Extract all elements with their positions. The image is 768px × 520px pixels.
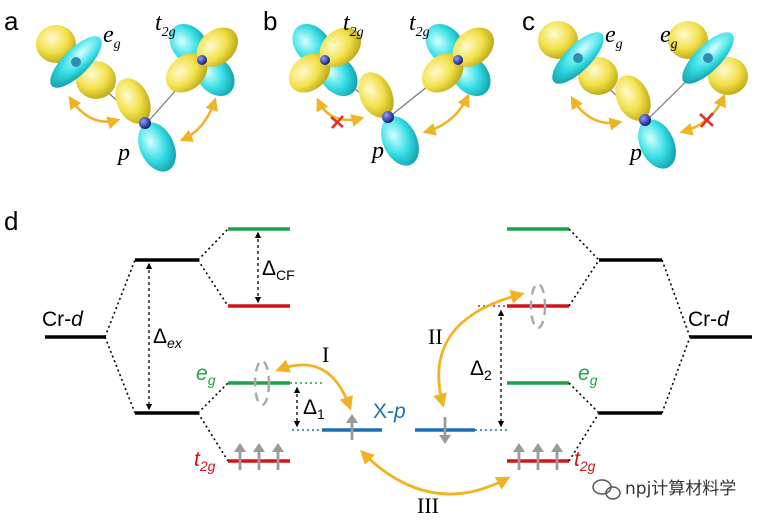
watermark-text: npj计算材料学 <box>625 479 736 499</box>
t2g-label-left: t2g <box>194 448 216 474</box>
watermark: npj计算材料学 <box>592 479 736 500</box>
delta-cf-label: ΔCF <box>262 257 295 283</box>
orbital-label-left: t2g <box>343 10 364 40</box>
panel-b-letter: b <box>263 6 277 36</box>
panel-d: d Cr-d Δex ΔCF eg t2g Δ1 <box>4 206 752 518</box>
p-label: p <box>628 140 642 166</box>
hopping-arrow-left <box>570 95 623 131</box>
cr-d-label-left: Cr-d <box>42 308 84 331</box>
exchange-path-II-arrow <box>433 289 525 408</box>
delta-ex-label: Δex <box>153 325 183 351</box>
hopping-arrow-right <box>179 97 218 142</box>
t2g-label-right: t2g <box>574 448 596 474</box>
panel-d-letter: d <box>4 206 18 236</box>
eg-label-right: eg <box>578 362 598 388</box>
t2g-spin-arrows-right <box>513 443 563 470</box>
dotted-connector <box>568 382 600 414</box>
p-orbital <box>351 66 427 172</box>
dotted-connector <box>197 382 229 414</box>
hopping-arrow-right <box>422 93 470 136</box>
empty-state-ellipse <box>253 359 271 407</box>
panel-c-letter: c <box>522 6 535 36</box>
dotted-connector <box>197 412 229 462</box>
blocked-cross-icon <box>699 112 714 128</box>
dotted-connector <box>661 259 691 338</box>
orbital-label-right: t2g <box>409 10 430 40</box>
orbital-label-right: t2g <box>155 10 176 40</box>
empty-state-ellipse <box>529 282 547 330</box>
dotted-connector <box>568 228 600 261</box>
delta-2-label: Δ2 <box>470 357 492 383</box>
delta-1-label: Δ1 <box>303 396 325 422</box>
path-II-label: II <box>428 324 443 349</box>
panel-a-letter: a <box>4 6 19 36</box>
dotted-connector <box>568 259 600 307</box>
panel-c: c eg eg p <box>522 6 748 175</box>
p-label: p <box>370 138 384 164</box>
dotted-connector <box>661 336 691 414</box>
panel-b: b t2g t2g p <box>263 6 502 172</box>
dotted-connector <box>104 336 136 414</box>
xp-spin-down-arrow <box>439 417 451 444</box>
dotted-connector <box>197 259 229 307</box>
panel-a: a eg t2g p <box>4 6 246 178</box>
xp-label: X-p <box>373 400 406 423</box>
eg-orbital-right <box>668 21 748 95</box>
path-I-label: I <box>322 342 329 367</box>
dotted-connector <box>197 228 229 261</box>
exchange-path-III-arrow <box>360 450 511 496</box>
xp-spin-up-arrow <box>346 414 358 440</box>
blocked-cross-icon <box>330 115 344 129</box>
dotted-connector <box>104 259 136 338</box>
t2g-spin-arrows-left <box>234 443 284 470</box>
p-label: p <box>116 140 130 166</box>
exchange-path-I-arrow <box>275 359 353 411</box>
path-III-label: III <box>417 493 439 518</box>
orbital-label-left: eg <box>103 22 121 52</box>
eg-label-left: eg <box>196 362 216 388</box>
cr-d-label-right: Cr-d <box>688 308 730 331</box>
orbital-label-right: eg <box>660 22 678 52</box>
hopping-arrow-left <box>68 95 121 130</box>
orbital-label-left: eg <box>605 22 623 52</box>
wechat-logo-icon <box>592 479 621 500</box>
hopping-arrow-left <box>316 97 365 127</box>
